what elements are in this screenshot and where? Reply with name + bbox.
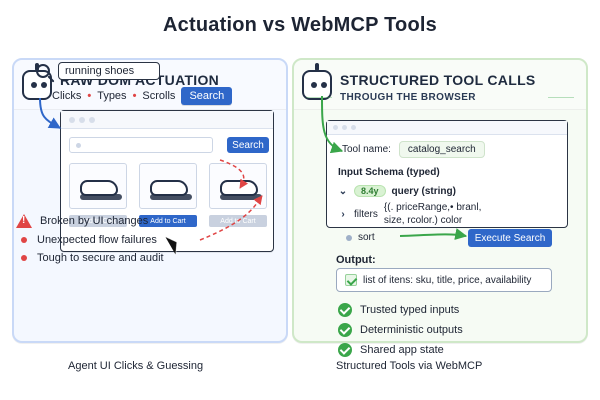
benefit-text: Deterministic outputs — [360, 324, 463, 336]
schema-filters-text-line2: size, rcolor.) color — [383, 214, 463, 226]
search-value: running shoes — [65, 65, 135, 77]
check-circle-icon — [338, 343, 352, 357]
product-image — [209, 163, 267, 209]
bullet-icon — [21, 255, 27, 261]
browser-dot — [333, 125, 338, 130]
check-circle-icon — [338, 303, 352, 317]
problems-list: Broken by UI changes Unexpected flow fai… — [16, 208, 266, 270]
search-box[interactable]: running shoes — [58, 62, 160, 80]
bullet-icon — [21, 237, 27, 243]
check-circle-icon — [338, 323, 352, 337]
action-types: Types — [97, 90, 127, 102]
tool-name-row: Tool name: catalog_search — [342, 141, 485, 158]
tool-name-label: Tool name: — [342, 144, 391, 155]
browser-dot — [79, 117, 85, 123]
product-image — [69, 163, 127, 209]
right-footer: Structured Tools via WebMCP — [336, 360, 483, 372]
chevron-down-icon: ⌄ — [338, 185, 348, 197]
benefits-list: Trusted typed inputs Deterministic outpu… — [338, 297, 463, 363]
schema-tag: 8.4y — [354, 185, 386, 197]
schema-filters-line: › filters {(. priceRange,• branl, size, … — [338, 202, 572, 227]
schema-sort-line: sort — [338, 232, 572, 243]
benefit-text: Trusted typed inputs — [360, 304, 460, 316]
problem-row-warning: Broken by UI changes — [16, 214, 266, 228]
browser-topbar-left — [61, 111, 273, 129]
benefit-row: Trusted typed inputs — [338, 303, 463, 317]
browser-dot — [351, 125, 356, 130]
schema-lines: ⌄ 8.4y query (string) › filters {(. pric… — [338, 180, 572, 248]
warning-icon — [16, 214, 32, 228]
add-to-cart-button[interactable]: Add to Cart — [139, 215, 197, 227]
output-title: Output: — [336, 254, 376, 266]
schema-query: query (string) — [391, 185, 456, 197]
left-actions-row: Clicks • Types • Scrolls Search — [52, 86, 233, 106]
right-header: STRUCTURED TOOL CALLS THROUGH THE BROWSE… — [294, 60, 586, 110]
action-separator-2: • — [132, 90, 137, 102]
chevron-right-icon: › — [341, 209, 345, 220]
problem-row: Tough to secure and audit — [16, 252, 266, 264]
product-image — [139, 163, 197, 209]
problem-title: Broken by UI changes — [40, 215, 149, 227]
magnifier-icon — [36, 64, 50, 78]
left-footer: Agent UI Clicks & Guessing — [68, 360, 204, 372]
tool-name-pill: catalog_search — [398, 141, 485, 158]
schema-sort-label: sort — [358, 232, 375, 243]
benefit-row: Deterministic outputs — [338, 323, 463, 337]
browser-dot — [342, 125, 347, 130]
product-card: Add to Cart — [139, 163, 197, 235]
subheader-line-right — [548, 97, 574, 98]
output-check-icon — [345, 274, 357, 286]
problem-row: Unexpected flow failures — [16, 234, 266, 246]
browser-mock-right — [326, 120, 568, 228]
problem-text: Unexpected flow failures — [37, 234, 157, 246]
action-scrolls: Scrolls — [142, 90, 176, 102]
robot-icon — [302, 63, 332, 100]
subheader-line-left — [306, 97, 332, 98]
mock-search-input[interactable] — [69, 137, 213, 153]
action-separator-1: • — [87, 90, 92, 102]
browser-dot — [89, 117, 95, 123]
shoe-icon — [150, 180, 192, 200]
browser-topbar-right — [327, 121, 567, 135]
output-box: list of itens: sku, title, price, availa… — [336, 268, 552, 292]
execute-search-button[interactable]: Execute Search — [468, 229, 552, 247]
schema-filters-label: filters — [354, 209, 378, 220]
left-search-row: running shoes — [36, 60, 160, 82]
browser-dots-right — [333, 125, 356, 130]
product-card: Add to Cart — [69, 163, 127, 235]
output-text: list of itens: sku, title, price, availa… — [363, 274, 532, 286]
browser-dots-left — [69, 117, 95, 123]
shoe-icon — [220, 180, 262, 200]
add-to-cart-button[interactable]: Add to Cart — [69, 215, 127, 227]
right-header-text: STRUCTURED TOOL CALLS — [340, 72, 536, 88]
benefit-row: Shared app state — [338, 343, 463, 357]
shoe-icon — [80, 180, 122, 200]
schema-filters-text-line1: {(. priceRange,• branl, — [383, 202, 482, 213]
browser-mock-left: Search Add to Cart Add to Cart Add to Ca… — [60, 110, 274, 252]
schema-filters-text: {(. priceRange,• branl, size, rcolor.) c… — [384, 202, 481, 227]
browser-dot — [69, 117, 75, 123]
schema-query-line: ⌄ 8.4y query (string) — [338, 185, 572, 197]
mock-search-button[interactable]: Search — [227, 137, 269, 153]
diagram-title: Actuation vs WebMCP Tools — [163, 14, 437, 36]
dot-icon — [346, 234, 352, 241]
search-button[interactable]: Search — [181, 87, 233, 105]
benefit-text: Shared app state — [360, 344, 444, 356]
problem-text: Tough to secure and audit — [37, 252, 164, 264]
schema-title: Input Schema (typed) — [338, 167, 440, 178]
action-clicks: Clicks — [52, 90, 82, 102]
right-subheader: THROUGH THE BROWSER — [340, 92, 476, 103]
